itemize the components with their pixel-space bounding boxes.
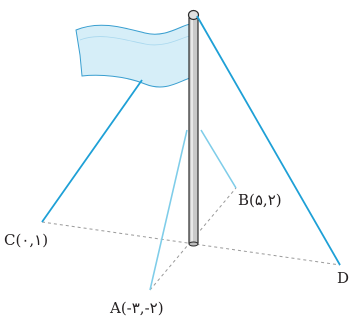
dark-ropes xyxy=(41,15,341,266)
label-a: A(-۳,-۲) xyxy=(109,299,164,317)
rope-to-d xyxy=(196,15,341,266)
flag xyxy=(75,23,191,88)
light-ropes xyxy=(149,129,237,291)
rope-to-a xyxy=(149,129,188,291)
label-d: D xyxy=(337,269,349,287)
flag-pole xyxy=(188,15,199,246)
label-c: C(۰,۱) xyxy=(4,231,48,249)
rope-to-b xyxy=(200,129,237,189)
rope-to-c xyxy=(41,79,143,223)
label-b: B(۵,۲) xyxy=(238,191,282,209)
pole-base xyxy=(188,241,199,247)
flag-fold xyxy=(79,35,191,46)
pole-top xyxy=(187,9,200,21)
